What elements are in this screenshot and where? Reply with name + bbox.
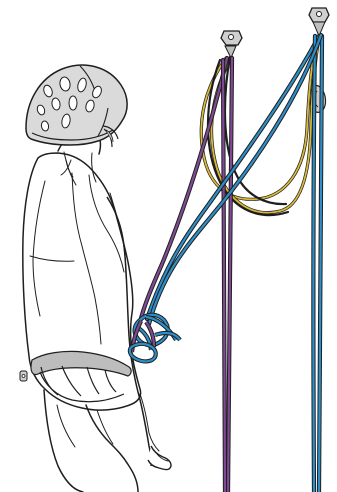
rope-rescue-illustration: [0, 0, 337, 492]
illustration-canvas: [0, 0, 337, 492]
